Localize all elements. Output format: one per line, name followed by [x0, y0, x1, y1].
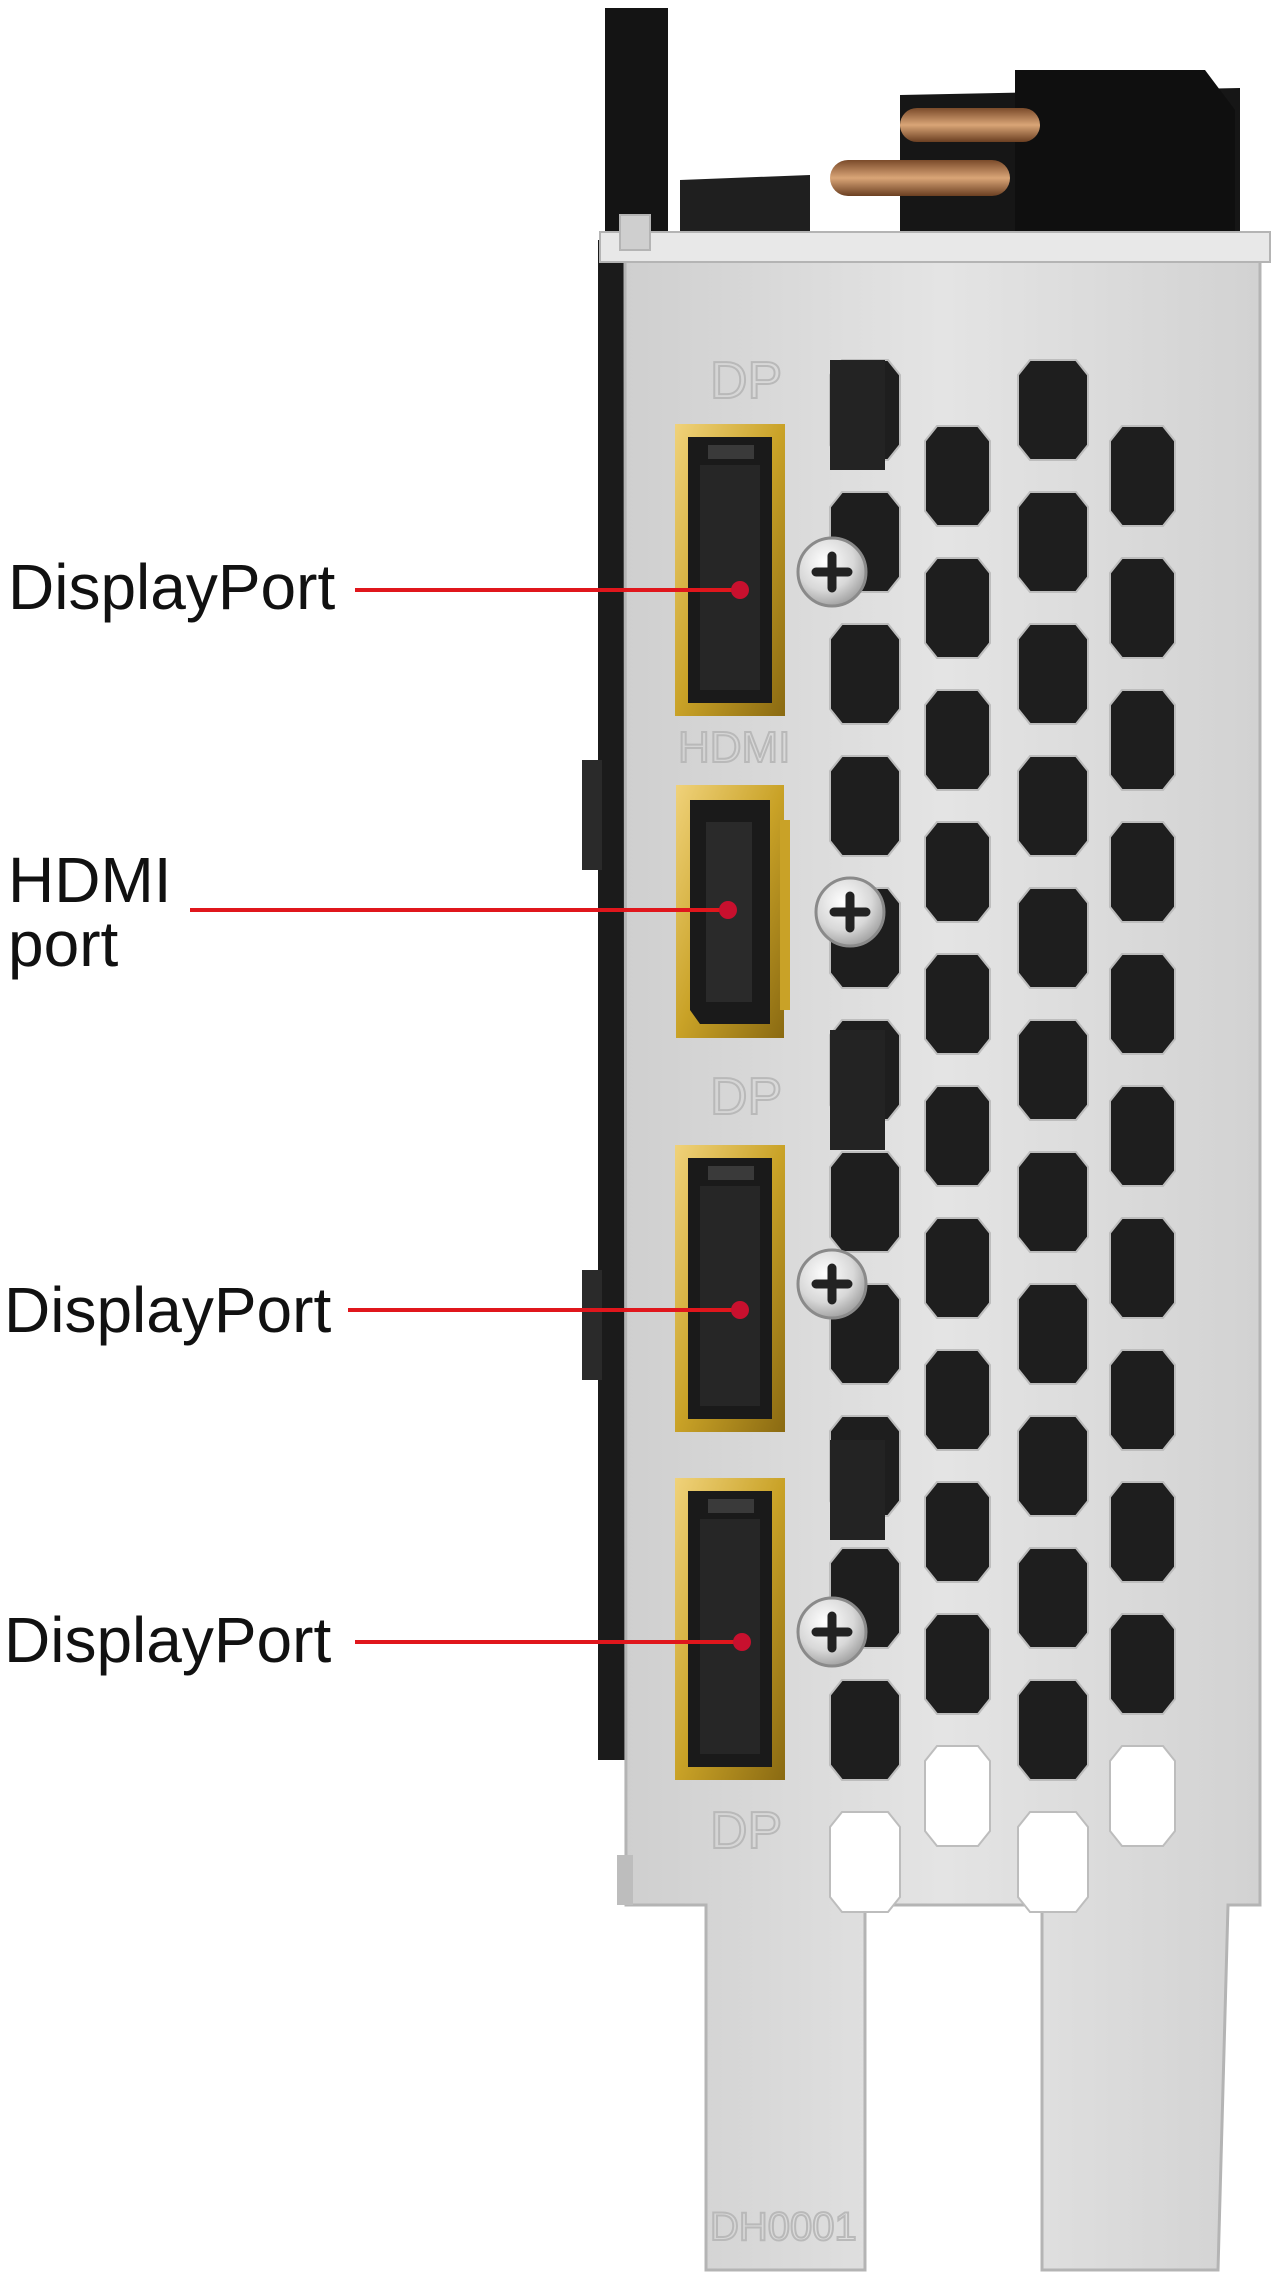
callout-label-line: HDMI: [8, 844, 172, 916]
vent-cutout: [1017, 1019, 1089, 1121]
vent-cutout: [924, 821, 991, 923]
vent-cutout: [1017, 755, 1089, 857]
vent-cutout: [1109, 557, 1176, 659]
vent-cutout: [1017, 359, 1089, 461]
marking-dp-bottom: DP: [710, 1802, 782, 1860]
vent-cutout: [1017, 1283, 1089, 1385]
vent-cutout: [924, 953, 991, 1055]
vent-cutout: [1017, 1151, 1089, 1253]
vent-cutout: [924, 1613, 991, 1715]
callout-label-line: DisplayPort: [8, 551, 336, 623]
vent-cutout: [1017, 1679, 1089, 1781]
vent-cutout: [1109, 1085, 1176, 1187]
vent-cutout: [1109, 689, 1176, 791]
leader-dot: [719, 901, 737, 919]
leader-dot: [731, 1301, 749, 1319]
callout-label: DisplayPort: [4, 1278, 331, 1342]
vent-cutout: [1017, 623, 1089, 725]
vent-cutout: [924, 1481, 991, 1583]
vent-cutout: [1017, 491, 1089, 593]
vent-cutout: [1109, 1745, 1176, 1847]
vent-cutout: [830, 1030, 885, 1150]
heatpipes: [830, 108, 1040, 196]
marking-dp-top: DP: [710, 352, 782, 410]
callout-label: DisplayPort: [8, 555, 335, 619]
vent-cutout: [830, 1440, 885, 1540]
leader-dot: [733, 1633, 751, 1651]
callout-label: DisplayPort: [4, 1608, 331, 1672]
callout-label-line: DisplayPort: [4, 1604, 332, 1676]
vent-cutout: [829, 1151, 901, 1253]
vent-cutout: [1109, 1349, 1176, 1451]
vent-cutout: [830, 360, 885, 470]
vent-cutout: [924, 1349, 991, 1451]
vent-cutout: [924, 1085, 991, 1187]
vent-cutout: [924, 557, 991, 659]
screw-icon: [796, 1248, 868, 1320]
displayport-connector-icon: [675, 1478, 785, 1780]
displayport-connector-icon: [675, 1145, 785, 1432]
callout-label-line: DisplayPort: [4, 1274, 332, 1346]
callout-label-line: port: [8, 908, 119, 980]
vent-cutout: [1109, 953, 1176, 1055]
vent-cutout: [829, 755, 901, 857]
vent-cutout: [1017, 1547, 1089, 1649]
marking-dp-mid: DP: [710, 1068, 782, 1126]
vent-cutout: [829, 1811, 901, 1913]
vent-cutout: [924, 1217, 991, 1319]
screw-icon: [814, 876, 886, 948]
leader-lines: [190, 581, 751, 1651]
vent-cutout: [1109, 1481, 1176, 1583]
screw-icon: [796, 536, 868, 608]
leader-dot: [731, 581, 749, 599]
vent-cutout: [1017, 1811, 1089, 1913]
vent-cutout: [924, 689, 991, 791]
vent-cutout: [1109, 425, 1176, 527]
vent-cutout: [1017, 1415, 1089, 1517]
vent-cutout: [829, 1679, 901, 1781]
vent-cutout: [924, 1745, 991, 1847]
vent-cutout: [1109, 821, 1176, 923]
vent-cutout: [924, 425, 991, 527]
screw-icon: [796, 1596, 868, 1668]
marking-hdmi: HDMI: [678, 723, 790, 772]
marking-part-code: DH0001: [710, 2205, 857, 2249]
vent-cutout: [1109, 1613, 1176, 1715]
vent-cutout: [1109, 1217, 1176, 1319]
bracket-screws: [796, 536, 886, 1668]
vent-cutout: [1017, 887, 1089, 989]
displayport-connector-icon: [675, 424, 785, 716]
bracket-markings: DP HDMI DP DP DH0001: [677, 351, 858, 2250]
vent-cutout: [829, 623, 901, 725]
vent-cutouts: [829, 359, 1176, 1913]
